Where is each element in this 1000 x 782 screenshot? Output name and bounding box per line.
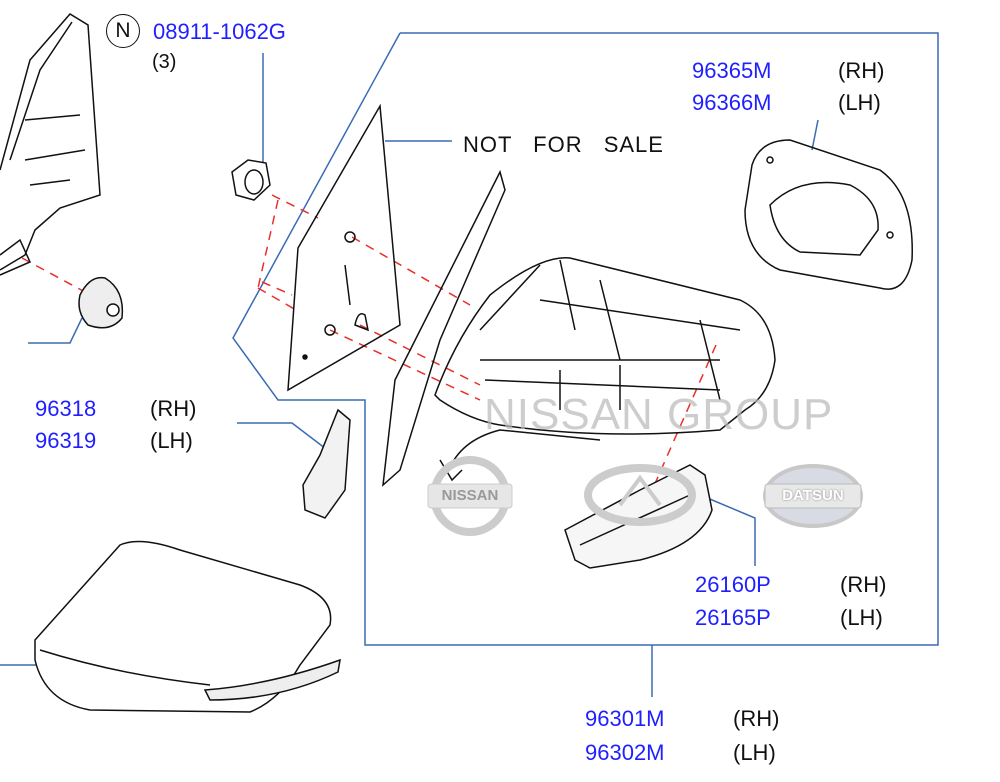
mirror-plate [744, 139, 913, 290]
leader-lines [0, 53, 819, 697]
finisher-lh-side: (LH) [150, 428, 193, 453]
mirror-cover-part [34, 540, 341, 713]
turn-lamp-lh-number[interactable]: 26165P [695, 605, 771, 630]
mirror-glass-rh-side: (RH) [838, 58, 885, 83]
grommet-part-number[interactable]: 08911-1062G [153, 19, 286, 44]
door-corner-part [0, 13, 101, 276]
nissan-logo [427, 456, 513, 536]
datsun-logo [763, 464, 863, 528]
watermark: NISSAN GROUP [484, 390, 834, 439]
datsun-logo-text: DATSUN [782, 487, 844, 504]
grommet-nut [231, 159, 271, 201]
clip-part [78, 276, 124, 329]
mirror-glass-part [287, 103, 401, 392]
new-part-marker: N [106, 14, 140, 48]
mirror-assy-rh-side: (RH) [733, 706, 780, 731]
mirror-housing [382, 169, 776, 487]
turn-lamp-rh-side: (RH) [840, 572, 887, 597]
mirror-assy-lh-number[interactable]: 96302M [585, 740, 665, 765]
nissan-logo-text: NISSAN [441, 487, 499, 504]
mirror-glass-lh-number[interactable]: 96366M [692, 90, 772, 115]
turn-lamp-lh-side: (LH) [840, 605, 883, 630]
not-for-sale-label: NOT FOR SALE [463, 132, 664, 157]
finisher-rh-side: (RH) [150, 396, 197, 421]
finisher-rh-number[interactable]: 96318 [35, 396, 97, 421]
mirror-assy-lh-side: (LH) [733, 740, 776, 765]
turn-lamp-rh-number[interactable]: 26160P [695, 572, 771, 597]
mirror-glass-rh-number[interactable]: 96365M [692, 58, 772, 83]
mirror-assy-rh-number[interactable]: 96301M [585, 706, 665, 731]
assembly-frame [232, 32, 939, 646]
finisher-lh-number[interactable]: 96319 [35, 428, 97, 453]
finisher-part [302, 408, 351, 519]
infiniti-logo [584, 464, 696, 526]
mirror-glass-lh-side: (LH) [838, 90, 881, 115]
assembly-dashes [21, 194, 717, 496]
grommet-qty: (3) [152, 51, 177, 73]
